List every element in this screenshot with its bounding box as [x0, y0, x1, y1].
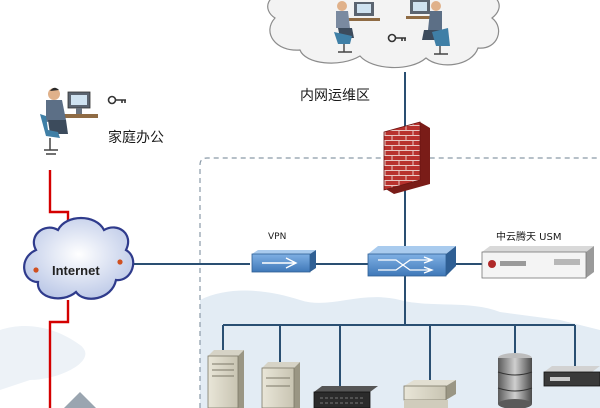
internet-cloud-icon: [23, 217, 135, 300]
network-switch-icon: [367, 246, 456, 277]
server-icon: [313, 386, 378, 408]
internal-zone-border: [199, 157, 600, 408]
firewall-icon: [383, 121, 430, 194]
vpn-gateway-icon: [251, 250, 316, 273]
server-icon: [403, 380, 456, 408]
vpn-label: VPN: [268, 232, 287, 242]
ops-key-icon: [387, 33, 406, 43]
server-icon: [543, 366, 600, 387]
usm-appliance-icon: [481, 246, 594, 279]
ops-zone-cloud: [267, 0, 500, 69]
server-icon: [261, 362, 300, 408]
ops-users-icon: [334, 0, 450, 55]
home-office-label: 家庭办公: [108, 130, 164, 146]
internet-label: Internet: [52, 263, 100, 278]
ops-zone-label: 内网运维区: [300, 88, 370, 104]
storage-icon: [497, 353, 533, 408]
building-icon: [64, 392, 96, 408]
home-key-icon: [107, 95, 126, 105]
home-user-icon: [40, 87, 98, 155]
usm-label: 中云腾天 USM: [496, 232, 562, 243]
server-icon: [207, 350, 244, 408]
